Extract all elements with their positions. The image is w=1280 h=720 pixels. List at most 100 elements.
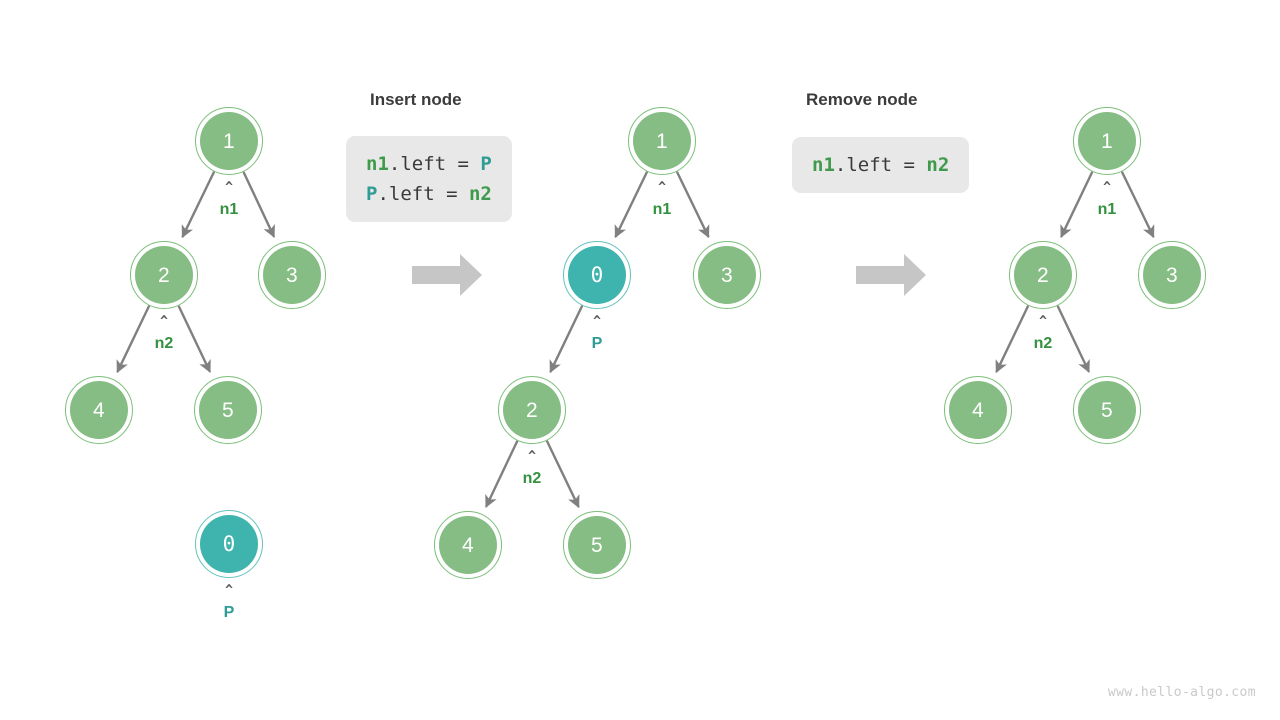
tree-node-1[interactable]: 1: [195, 107, 263, 175]
node-value: 2: [526, 398, 538, 422]
transition-arrow-icon: [412, 254, 482, 296]
tree-edge: [1121, 171, 1155, 239]
node-ring: [944, 376, 1012, 444]
transition-arrow-icon: [856, 254, 926, 296]
tree-node-2[interactable]: 2: [1009, 241, 1077, 309]
pointer-name: n1: [1097, 201, 1117, 218]
caret-up-icon: ^: [225, 180, 233, 195]
section-title-remove: Remove node: [806, 90, 918, 109]
node-disc: [70, 381, 128, 439]
node-value: 5: [591, 533, 603, 557]
tree-node-1[interactable]: 1: [1073, 107, 1141, 175]
pointer-label-n1: ^ n1: [199, 180, 259, 218]
node-disc: [949, 381, 1007, 439]
pointer-name: n2: [1033, 335, 1053, 352]
tree-node-2[interactable]: 2: [130, 241, 198, 309]
tree-node-1[interactable]: 1: [628, 107, 696, 175]
node-value: 1: [656, 129, 668, 153]
node-value: 4: [462, 533, 474, 557]
node-value: 1: [1101, 129, 1113, 153]
node-ring: [693, 241, 761, 309]
node-disc: [1078, 112, 1136, 170]
node-ring: [563, 241, 631, 309]
node-value: 4: [93, 398, 105, 422]
tree-edge: [1056, 305, 1090, 373]
node-disc: [1143, 246, 1201, 304]
node-ring: [65, 376, 133, 444]
code-token-green: n2: [468, 183, 492, 205]
node-value: 1: [223, 129, 235, 153]
tree-node-3[interactable]: 3: [1138, 241, 1206, 309]
node-disc: [568, 516, 626, 574]
node-ring: [1073, 107, 1141, 175]
section-title-insert: Insert node: [370, 90, 462, 109]
node-value: 0: [590, 262, 604, 287]
caret-up-icon: ^: [1039, 314, 1047, 329]
code-token-green: n2: [926, 154, 950, 176]
node-ring: [195, 510, 263, 578]
tree-node-4[interactable]: 4: [944, 376, 1012, 444]
tree-node-0[interactable]: 0: [563, 241, 631, 309]
tree-node-4[interactable]: 4: [65, 376, 133, 444]
node-disc: [439, 516, 497, 574]
pointer-label-P: ^P: [567, 315, 627, 352]
node-ring: [1073, 376, 1141, 444]
tree-edge: [549, 305, 583, 374]
code-token-teal: P: [366, 183, 378, 205]
node-ring: [563, 511, 631, 579]
node-value: 4: [972, 398, 984, 422]
tree-edge: [181, 171, 215, 239]
node-value: 5: [1101, 398, 1113, 422]
code-token-plain: .left =: [388, 153, 481, 175]
node-disc: [263, 246, 321, 304]
tree-node-0[interactable]: 0: [195, 510, 263, 578]
code-line: n1.left = n2: [812, 150, 949, 180]
caret-up-icon: ^: [528, 449, 536, 464]
pointer-label-n2: ^ n2: [1013, 314, 1073, 352]
node-value: 3: [1166, 263, 1178, 287]
pointer-name: n2: [522, 470, 542, 487]
pointer-label-n1: ^ n1: [1077, 180, 1137, 218]
node-ring: [194, 376, 262, 444]
node-value: 2: [1037, 263, 1049, 287]
node-value: 3: [286, 263, 298, 287]
caret-up-icon: ^: [1103, 180, 1111, 195]
pointer-label-n2: ^ n2: [502, 449, 562, 487]
pointer-name: n1: [219, 201, 239, 218]
pointer-label-n2: ^ n2: [134, 314, 194, 352]
tree-edge: [995, 305, 1030, 374]
node-disc: [1014, 246, 1072, 304]
tree-edge: [676, 171, 710, 239]
node-value: 3: [721, 263, 733, 287]
code-token-green: n1: [812, 154, 835, 176]
node-disc: [698, 246, 756, 304]
node-disc: [1078, 381, 1136, 439]
node-ring: [434, 511, 502, 579]
tree-node-2[interactable]: 2: [498, 376, 566, 444]
node-disc: [200, 515, 258, 573]
tree-node-5[interactable]: 5: [1073, 376, 1141, 444]
tree-edge: [116, 305, 151, 374]
code-line: n1.left = P: [366, 149, 492, 179]
tree-node-3[interactable]: 3: [693, 241, 761, 309]
node-value: 2: [158, 263, 170, 287]
tree-node-5[interactable]: 5: [563, 511, 631, 579]
pointer-name: n2: [154, 335, 174, 352]
node-ring: [1009, 241, 1077, 309]
tree-node-5[interactable]: 5: [194, 376, 262, 444]
caret-up-icon: ^: [160, 314, 168, 329]
node-disc: [503, 381, 561, 439]
node-disc: [633, 112, 691, 170]
node-disc: [135, 246, 193, 304]
node-disc: [199, 381, 257, 439]
tree-node-3[interactable]: 3: [258, 241, 326, 309]
node-value: 5: [222, 398, 234, 422]
code-token-plain: .left =: [377, 183, 469, 205]
node-ring: [258, 241, 326, 309]
tree-node-4[interactable]: 4: [434, 511, 502, 579]
node-disc: [568, 246, 626, 304]
tree-edge: [177, 305, 211, 373]
code-token-teal: P: [480, 153, 492, 175]
